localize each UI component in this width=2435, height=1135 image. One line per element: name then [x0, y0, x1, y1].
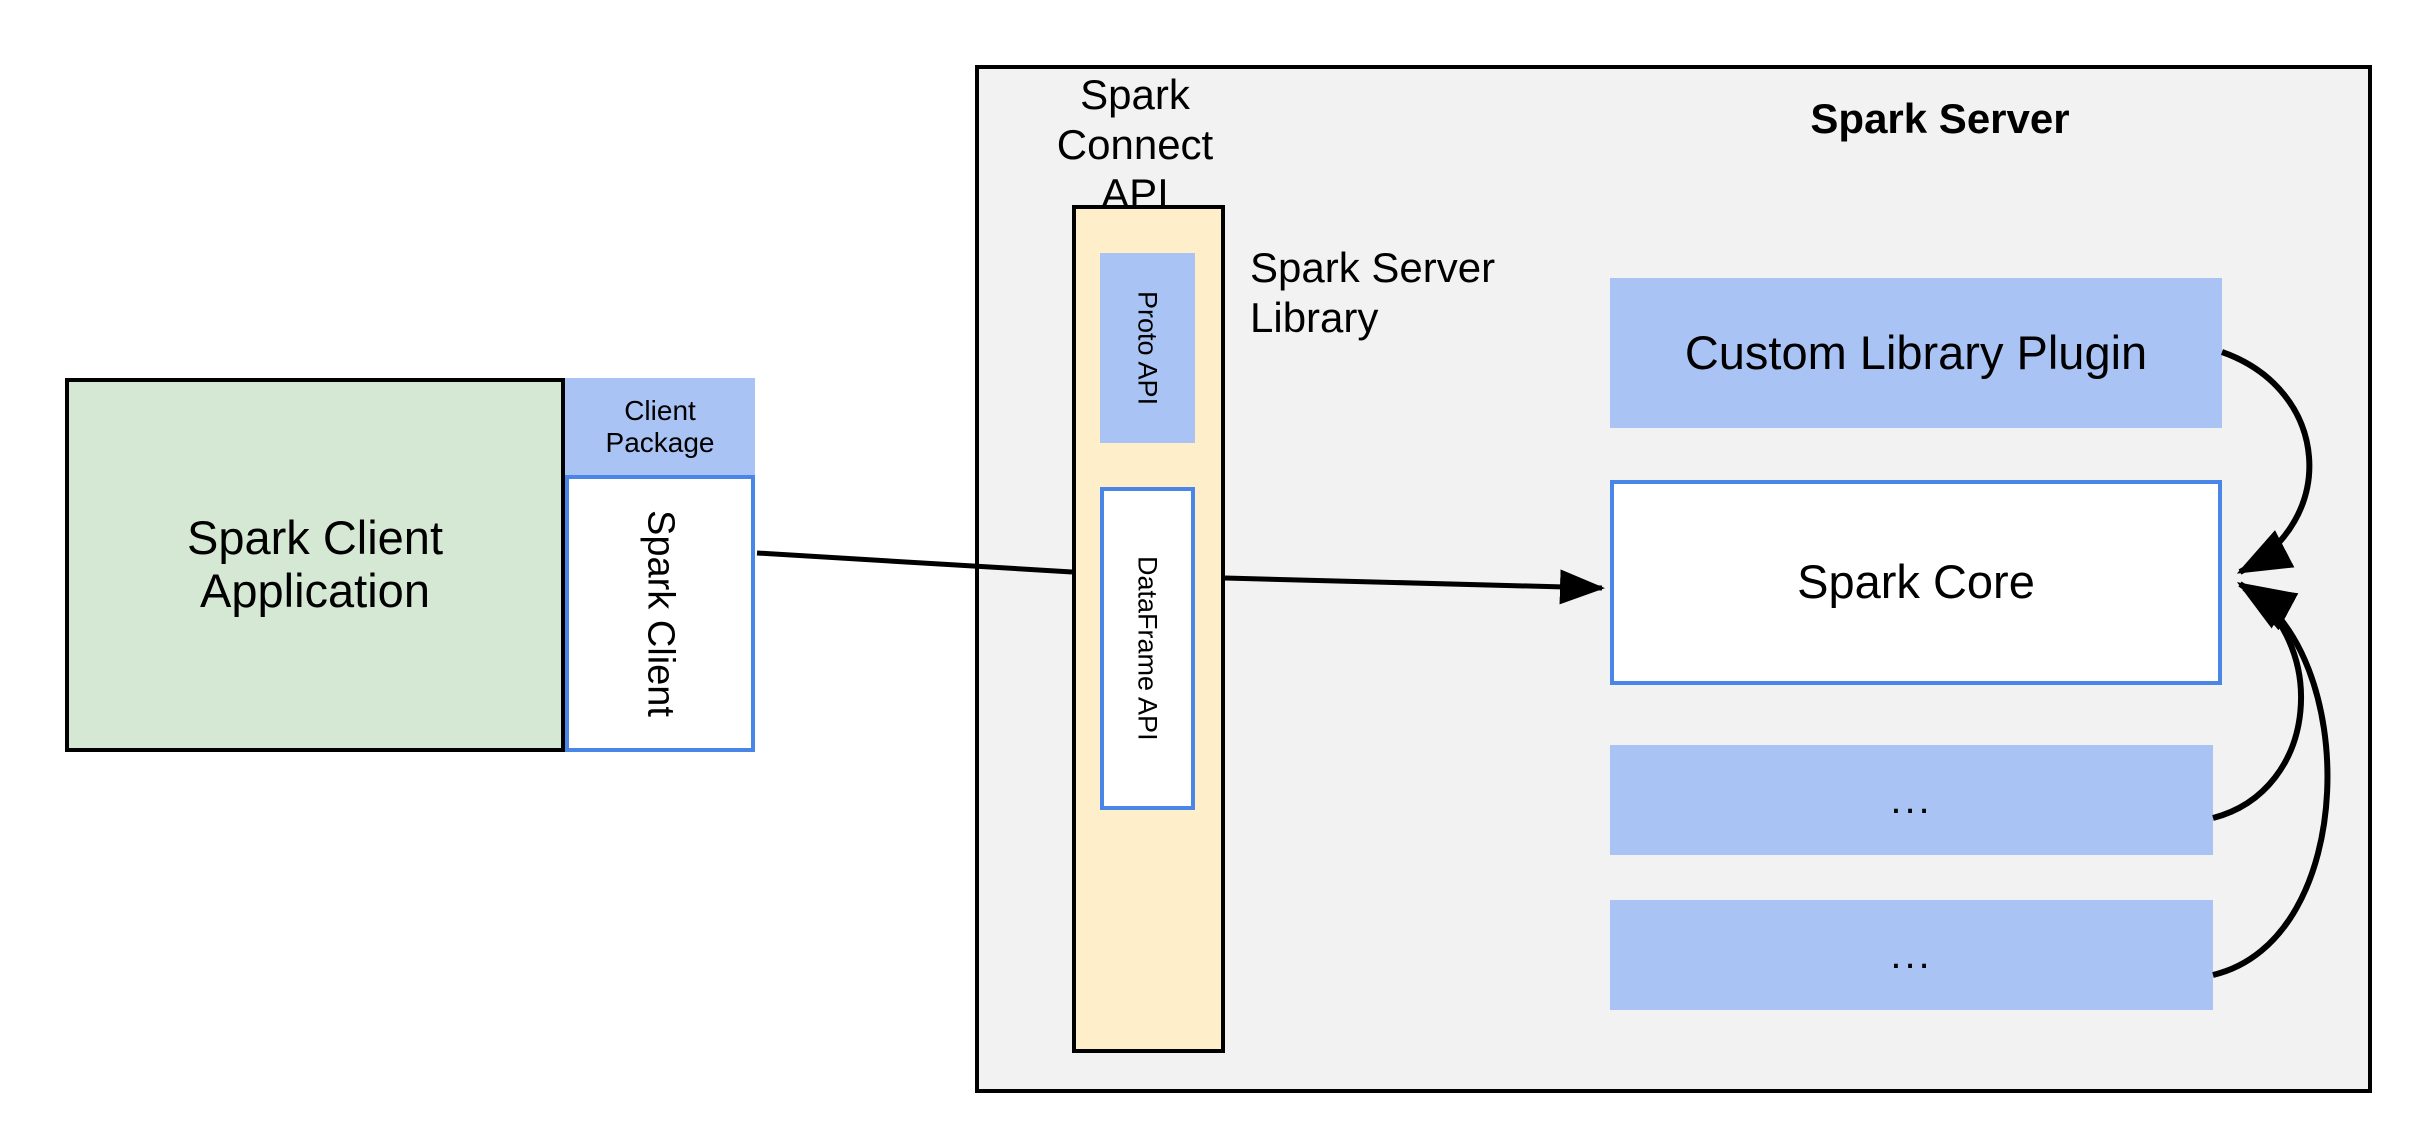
spark-client-box[interactable]: Spark Client — [565, 475, 755, 752]
spark-server-library-label: Spark Server Library — [1250, 244, 1496, 342]
ellipsis-label-1: ... — [1890, 777, 1933, 822]
proto-api-box[interactable]: Proto API — [1100, 253, 1195, 443]
ellipsis-box-2[interactable]: ... — [1610, 900, 2213, 1010]
ellipsis-label-2: ... — [1890, 932, 1933, 977]
spark-core-box[interactable]: Spark Core — [1610, 480, 2222, 685]
custom-library-plugin-label: Custom Library Plugin — [1684, 325, 2148, 379]
proto-api-label: Proto API — [1132, 290, 1163, 406]
spark-client-application-box[interactable]: Spark Client Application — [65, 378, 565, 752]
client-package-label: Client Package — [605, 395, 715, 458]
spark-connect-api-label: Spark Connect API — [1056, 71, 1214, 218]
spark-server-title: Spark Server — [1810, 95, 2070, 142]
spark-core-label: Spark Core — [1797, 555, 2035, 609]
dataframe-api-label: DataFrame API — [1132, 556, 1163, 741]
ellipsis-box-1[interactable]: ... — [1610, 745, 2213, 855]
spark-client-application-label: Spark Client Application — [187, 511, 443, 617]
custom-library-plugin-box[interactable]: Custom Library Plugin — [1610, 278, 2222, 428]
client-package-box[interactable]: Client Package — [565, 378, 755, 475]
dataframe-api-box[interactable]: DataFrame API — [1100, 487, 1195, 810]
spark-client-label: Spark Client — [639, 510, 682, 717]
